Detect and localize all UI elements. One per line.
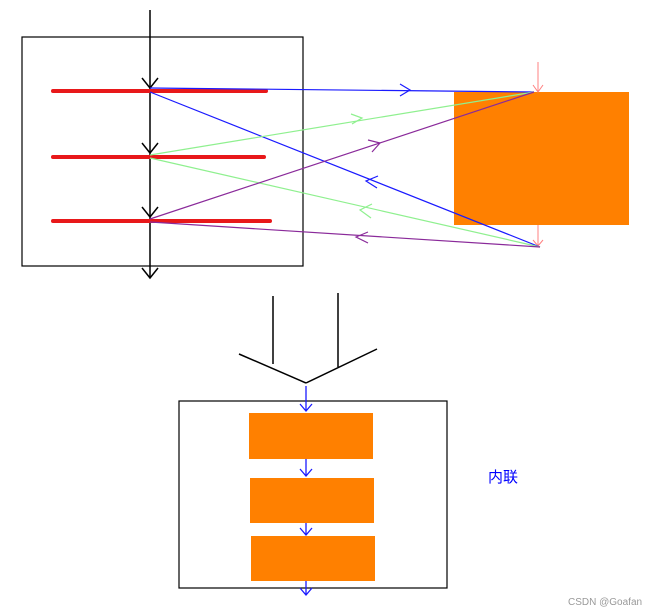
top-frame — [21, 36, 304, 267]
inline-block-1 — [249, 413, 373, 459]
bottom-frame — [178, 400, 448, 589]
purple-lines — [149, 91, 541, 248]
orange-block-right — [454, 92, 629, 225]
inline-block-2 — [250, 478, 374, 523]
green-lines — [149, 91, 541, 248]
inline-block-3 — [251, 536, 375, 581]
blue-lines — [149, 83, 541, 248]
top-flow-line — [141, 10, 159, 280]
watermark: CSDN @Goafan — [568, 597, 643, 608]
merge-funnel — [238, 293, 378, 384]
inline-label: 内联 — [488, 468, 519, 486]
bottom-flow-arrows — [299, 386, 313, 596]
pink-arrows — [532, 62, 544, 247]
